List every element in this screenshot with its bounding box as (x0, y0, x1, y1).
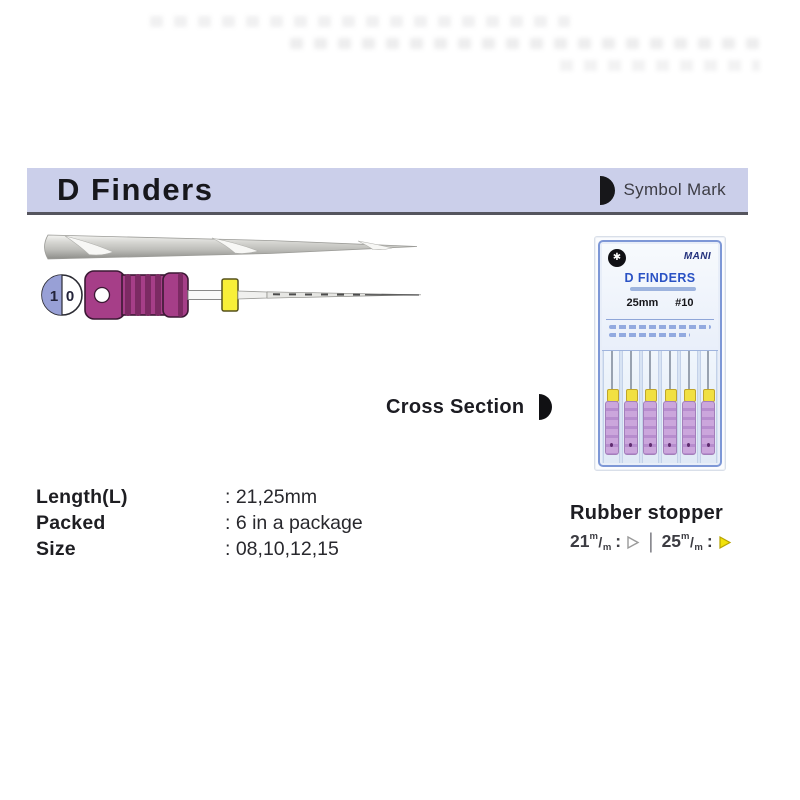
file-shaft (629, 351, 632, 393)
spec-label: Size (36, 538, 76, 560)
scan-artifact (560, 60, 760, 71)
file-illustration: 1 0 (41, 270, 422, 320)
rubber-stopper-legend: Rubber stopper 21m/m: | 25m/m: (570, 502, 732, 553)
package-length: 25mm (626, 297, 659, 309)
file-shaft (707, 351, 710, 393)
file-slot (680, 351, 698, 463)
package-product-name: D FINDERS (624, 271, 696, 285)
file-slot (660, 351, 679, 463)
package-size-row: 25mm #10 (602, 297, 718, 309)
handle-hole (629, 443, 633, 447)
svg-text:0: 0 (66, 288, 74, 305)
rubber-stopper-option-25: 25m/m: (662, 531, 718, 553)
option-unit-sub: m (694, 542, 703, 553)
mani-logo-icon: ✱ (608, 249, 626, 267)
cross-section-callout: Cross Section (386, 394, 553, 420)
spec-table: Length(L) : 21,25mm Packed : 6 in a pack… (36, 484, 363, 562)
option-unit-slash: / (598, 534, 603, 550)
handle-illustration (84, 270, 189, 320)
file-handle (643, 401, 658, 455)
spec-value: : 08,10,12,15 (225, 538, 339, 560)
page-title: D Finders (57, 172, 214, 207)
file-shaft (668, 351, 671, 393)
option-colon: : (615, 531, 622, 551)
file-slot (641, 351, 659, 463)
package-label: ✱ MANI D FINDERS 25mm #10 (602, 244, 718, 351)
svg-text:1: 1 (50, 288, 58, 305)
option-unit-slash: / (689, 534, 694, 550)
file-handle (662, 401, 677, 455)
scan-artifact (150, 16, 570, 27)
file-slot (622, 351, 640, 463)
spec-row-length: Length(L) : 21,25mm (36, 484, 363, 510)
magnified-file-shaft-illustration (44, 234, 418, 260)
package-fine-print (609, 325, 711, 329)
package-divider (606, 319, 714, 320)
handle-hole (687, 443, 691, 447)
package-brand: MANI (683, 251, 711, 262)
symbol-mark-label: Symbol Mark (623, 180, 726, 199)
spec-value: : 21,25mm (225, 486, 318, 508)
option-value: 25 (661, 531, 682, 551)
spec-value: : 6 in a package (225, 512, 363, 534)
file-tip-illustration (266, 291, 422, 299)
symbol-mark-legend: Symbol Mark (599, 175, 727, 205)
rubber-stopper-title: Rubber stopper (570, 502, 724, 524)
rubber-stopper-options: 21m/m: | 25m/m: (570, 531, 732, 553)
section-header-bar: D Finders Symbol Mark (27, 168, 748, 215)
option-unit-sub: m (602, 542, 612, 553)
file-slot (699, 351, 717, 463)
size-cap-illustration: 1 0 (41, 274, 83, 316)
file-handle (623, 401, 638, 455)
handle-hole (706, 443, 710, 447)
file-handle (604, 401, 619, 455)
package-frame: ✱ MANI D FINDERS 25mm #10 (598, 240, 722, 467)
file-handle (681, 401, 696, 455)
rubber-stopper-option-21: 21m/m: (570, 531, 626, 553)
cross-section-label: Cross Section (386, 395, 525, 418)
spec-row-size: Size : 08,10,12,15 (36, 536, 363, 562)
file-handle (701, 401, 716, 455)
file-shaft (687, 351, 690, 393)
product-package-image: ✱ MANI D FINDERS 25mm #10 (594, 236, 726, 471)
shaft-and-stopper-illustration (187, 278, 268, 312)
d-cross-section-icon (599, 175, 615, 205)
file-shaft (610, 351, 613, 393)
file-shaft (649, 351, 652, 393)
d-cross-section-icon (539, 394, 553, 420)
option-unit-sup: m (681, 531, 690, 542)
spec-label: Length(L) (36, 486, 128, 508)
package-files-window (602, 351, 718, 463)
handle-hole (648, 443, 652, 447)
option-colon: : (706, 531, 713, 551)
spec-label: Packed (36, 512, 106, 534)
package-fine-print (609, 333, 691, 337)
option-value: 21 (570, 531, 590, 551)
scan-artifact (290, 38, 760, 49)
options-separator: | (648, 530, 654, 553)
outline-triangle-icon (627, 535, 640, 550)
package-fine-print (630, 287, 696, 291)
option-unit-sup: m (589, 531, 598, 542)
handle-hole (610, 443, 614, 447)
file-slot (603, 351, 621, 463)
handle-hole (668, 443, 672, 447)
package-size: #10 (675, 297, 694, 309)
yellow-triangle-icon (719, 535, 731, 550)
spec-row-packed: Packed : 6 in a package (36, 510, 363, 536)
